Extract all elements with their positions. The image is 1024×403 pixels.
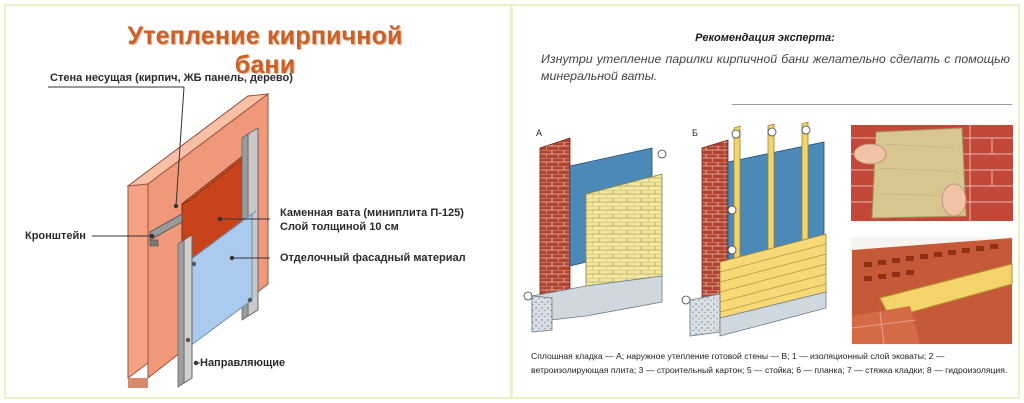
expert-text: Изнутри утепление парилки кирпичной бани… — [541, 52, 1010, 83]
diagram-a-letter: А — [536, 128, 542, 138]
diagram-b-external-insulation: Б — [681, 121, 827, 337]
left-panel-title: Утепление кирпичной бани — [127, 22, 403, 79]
label-load-bearing-wall: Стена несущая (кирпич, ЖБ панель, дерево… — [50, 72, 293, 84]
page-frame — [4, 4, 1020, 399]
label-facade-material: Отделочный фасадный материал — [280, 252, 466, 264]
wall-bracket — [149, 213, 183, 247]
diagram-a-solid-masonry: А — [523, 128, 667, 333]
expert-divider-line — [732, 104, 1012, 105]
label-bracket: Кронштейн — [25, 230, 86, 242]
label-guides: Направляющие — [200, 357, 286, 369]
guide-rail-front — [177, 234, 193, 388]
expert-heading: Рекомендация эксперта: — [695, 32, 835, 44]
photo-mineral-wool-installation — [849, 123, 1015, 223]
photo-ceramic-blocks-insulation — [849, 235, 1015, 347]
diagram-b-letter: Б — [692, 128, 698, 138]
label-stone-wool-2: Слой толщиной 10 см — [280, 221, 399, 233]
label-stone-wool-1: Каменная вата (миниплита П-125) — [280, 207, 464, 219]
panel-divider — [510, 6, 513, 398]
facade-insulation-diagram — [48, 86, 270, 388]
diagram-caption: Сплошная кладка — А; наружное утепление … — [531, 351, 1008, 375]
